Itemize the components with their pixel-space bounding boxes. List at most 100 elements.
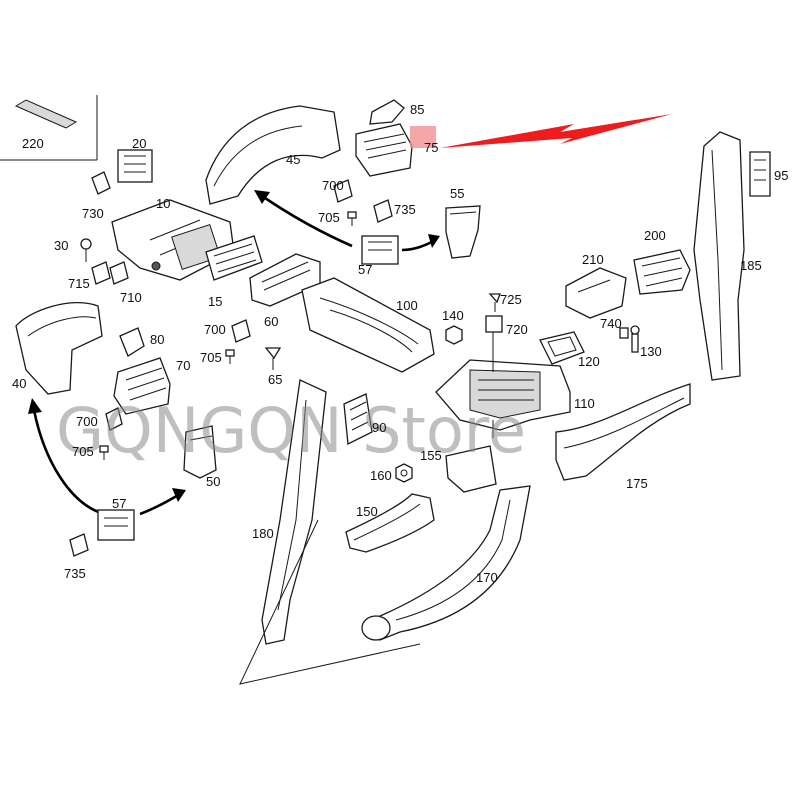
part-number-15: 15 — [208, 294, 222, 309]
arrowhead-40 — [28, 398, 42, 414]
part-number-85: 85 — [410, 102, 424, 117]
bracket-57-upper — [361, 235, 399, 265]
duct-100 — [301, 277, 435, 373]
cover-85 — [369, 99, 405, 125]
screw-705-upper — [347, 211, 357, 226]
part-number-90: 90 — [372, 420, 386, 435]
vent-75 — [355, 123, 413, 177]
part-number-130: 130 — [640, 344, 662, 359]
part-number-95: 95 — [774, 168, 788, 183]
duct-50 — [183, 425, 217, 479]
part-number-200: 200 — [644, 228, 666, 243]
duct-180 — [261, 379, 327, 645]
arrowhead-50 — [172, 488, 186, 502]
part-number-155: 155 — [420, 448, 442, 463]
plug-725 — [488, 293, 501, 312]
clips-715-710 — [91, 261, 129, 285]
part-number-740: 740 — [600, 316, 622, 331]
part-number-100: 100 — [396, 298, 418, 313]
sensor-130 — [630, 325, 640, 353]
part-number-185: 185 — [740, 258, 762, 273]
part-number-70: 70 — [176, 358, 190, 373]
part-number-700-mid: 700 — [204, 322, 226, 337]
part-number-57-upper: 57 — [358, 262, 372, 277]
fastener-740 — [619, 327, 629, 339]
part-number-175: 175 — [626, 476, 648, 491]
vent-grille-60 — [249, 253, 321, 307]
vent-200 — [633, 249, 691, 295]
vent-70 — [113, 357, 171, 415]
part-number-180: 180 — [252, 526, 274, 541]
inset-box-220 — [0, 95, 98, 161]
grille-95 — [749, 151, 771, 197]
screw-705-lower — [99, 445, 109, 460]
assembly-arrow-40 — [32, 409, 105, 516]
clip-735-upper — [373, 199, 393, 223]
duct-55 — [445, 205, 481, 259]
part-number-110: 110 — [574, 396, 595, 411]
part-number-210: 210 — [582, 252, 604, 267]
clip-730 — [91, 171, 111, 195]
part-number-140: 140 — [442, 308, 464, 323]
bracket-20 — [117, 149, 153, 183]
part-number-40: 40 — [12, 376, 26, 391]
duct-150 — [345, 493, 435, 553]
part-number-725: 725 — [500, 292, 522, 307]
duct-170 — [361, 485, 531, 641]
part-number-120: 120 — [578, 354, 600, 369]
part-number-705-mid: 705 — [200, 350, 222, 365]
part-number-150: 150 — [356, 504, 378, 519]
part-number-20: 20 — [132, 136, 146, 151]
duct-175 — [555, 383, 691, 481]
part-number-220: 220 — [22, 136, 44, 151]
nut-140 — [445, 325, 463, 345]
part-number-730: 730 — [82, 206, 104, 221]
part-number-735-lower: 735 — [64, 566, 86, 581]
part-number-45: 45 — [286, 152, 300, 167]
assembly-arrow-50 — [139, 492, 181, 516]
part-labels: 220 20 730 10 30 715 710 45 85 75 700 70… — [12, 102, 788, 585]
part-number-170: 170 — [476, 570, 498, 585]
highlight-box-75 — [410, 126, 436, 148]
part-number-720: 720 — [506, 322, 528, 337]
vent-grille-15 — [205, 235, 263, 281]
part-number-700-upper: 700 — [322, 178, 344, 193]
center-vent-housing-10 — [111, 199, 235, 281]
air-distribution-box-110 — [435, 332, 571, 438]
arrowhead-upper — [254, 190, 270, 204]
pin-65 — [264, 347, 282, 370]
part-number-705-upper: 705 — [318, 210, 340, 225]
clip-700-mid — [231, 319, 251, 343]
part-number-65: 65 — [268, 372, 282, 387]
part-number-735-upper: 735 — [394, 202, 416, 217]
clip-700-upper — [333, 179, 353, 203]
part-number-57-lower: 57 — [112, 496, 126, 511]
part-number-700-lower: 700 — [76, 414, 98, 429]
part-number-50: 50 — [206, 474, 220, 489]
part-number-55: 55 — [450, 186, 464, 201]
nut-160 — [395, 463, 413, 483]
part-number-80: 80 — [150, 332, 164, 347]
screw-705-mid — [225, 349, 235, 364]
vent-90 — [343, 393, 373, 446]
duct-155 — [445, 445, 497, 493]
part-number-75: 75 — [424, 140, 438, 155]
part-number-30: 30 — [54, 238, 68, 253]
part-number-160: 160 — [370, 468, 392, 483]
duct-210 — [565, 267, 627, 319]
clip-700-lower — [105, 407, 123, 431]
clip-735-lower — [69, 533, 89, 557]
watermark: GQNGQN Store — [56, 394, 526, 467]
bracket-57-lower — [97, 509, 135, 541]
arrowhead-55 — [428, 234, 440, 248]
duct-185 — [693, 131, 745, 381]
red-callout-arrow — [440, 114, 672, 148]
leader-lines-180 — [239, 519, 421, 685]
assembly-arrow-upper — [261, 194, 353, 248]
cap-80 — [119, 327, 145, 357]
part-number-710: 710 — [120, 290, 142, 305]
screw-30 — [80, 238, 92, 262]
duct-45 — [205, 105, 341, 205]
part-number-715: 715 — [68, 276, 90, 291]
